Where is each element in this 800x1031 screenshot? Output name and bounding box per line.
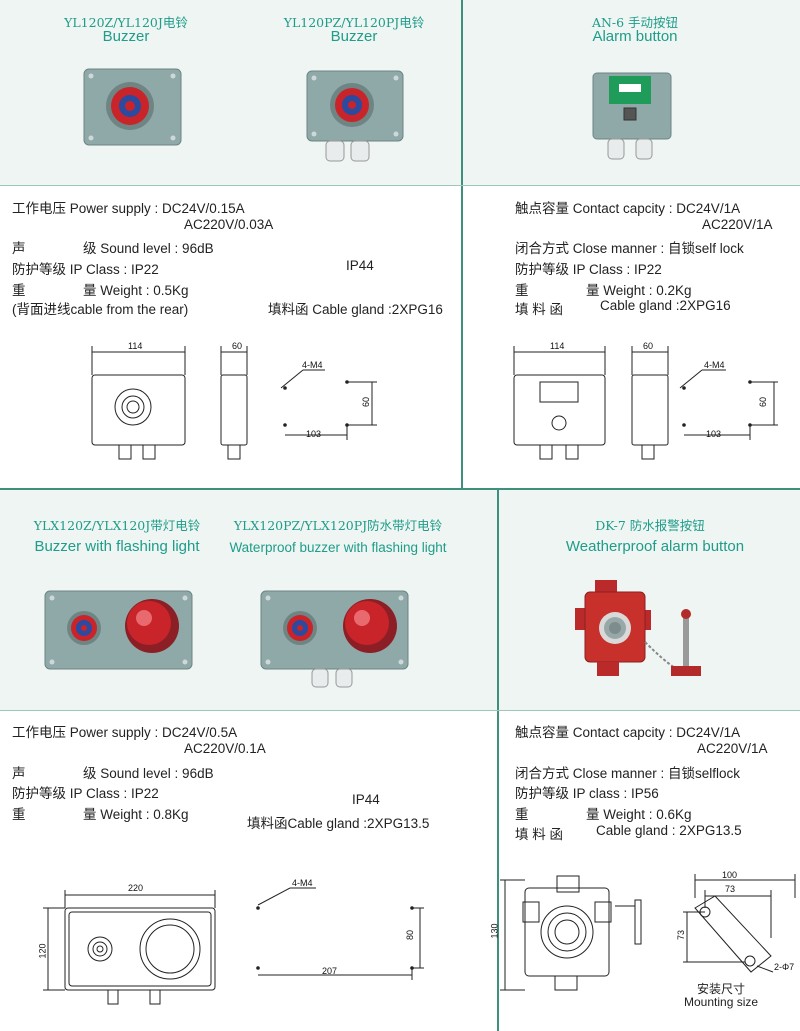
spec4-contact-ac: AC220V/1A — [697, 741, 768, 756]
buzzer-light-photo-2 — [260, 590, 409, 688]
spec4-close: 闭合方式 Close manner : 自锁selflock — [515, 766, 741, 781]
dim4-width2: 73 — [725, 884, 736, 894]
spec1-power-ac: AC220V/0.03A — [184, 217, 274, 232]
spec3-sound-a: 声 — [12, 766, 26, 781]
product-name-3: Alarm button — [592, 28, 678, 45]
product-code-3: AN-6 手动按钮 — [591, 15, 679, 30]
mount-size-cn: 安装尺寸 — [697, 982, 746, 996]
spec4-gland-b: Cable gland : 2XPG13.5 — [596, 823, 742, 838]
spec4-ip: 防护等级 IP class : IP56 — [515, 786, 659, 801]
dim2-width: 114 — [550, 341, 565, 351]
dim1-depth: 60 — [232, 341, 243, 351]
dim3-vertical: 80 — [405, 929, 416, 941]
product-name-5: Waterproof buzzer with flashing light — [229, 540, 447, 555]
product-code-6: DK-7 防水报警按钮 — [595, 518, 705, 533]
spec4-weight-b: 量 Weight : 0.6Kg — [586, 807, 692, 822]
dimension-drawing-2 — [513, 346, 778, 460]
dim3-width: 220 — [128, 883, 144, 893]
spec1-cable-gland: 填料函 Cable gland :2XPG16 — [268, 302, 443, 317]
spec2-ip: 防护等级 IP Class : IP22 — [515, 262, 662, 277]
dim4-vertical: 73 — [676, 929, 687, 941]
spec3-cable-gland: 填料函Cable gland :2XPG13.5 — [247, 816, 430, 831]
spec3-power-ac: AC220V/0.1A — [184, 741, 266, 756]
alarm-button-photo — [592, 72, 672, 160]
spec2-weight-a: 重 — [515, 283, 529, 298]
spec3-ip44: IP44 — [352, 792, 380, 807]
product-code-2: YL120PZ/YL120PJ电铃 — [283, 15, 425, 30]
dim3-spacing: 207 — [322, 966, 338, 976]
dim3-height: 120 — [37, 943, 48, 959]
mount-size-en: Mounting size — [684, 995, 759, 1009]
dim2-depth: 60 — [643, 341, 654, 351]
dim4-height: 130 — [489, 923, 500, 939]
vertical-divider-top — [461, 0, 463, 490]
product-code-4: YLX120Z/YLX120J带灯电铃 — [33, 518, 201, 533]
dim1-spacing: 103 — [306, 429, 322, 439]
section-divider — [0, 488, 800, 490]
spec1-ip44: IP44 — [346, 258, 374, 273]
spec2-contact: 触点容量 Contact capcity : DC24V/1A — [515, 201, 741, 216]
dim4-hole: 2-Φ7 — [774, 962, 795, 972]
product-code-1: YL120Z/YL120J电铃 — [64, 15, 188, 30]
buzzer-photo-1 — [83, 68, 182, 146]
spec2-close: 闭合方式 Close manner : 自锁self lock — [515, 241, 744, 256]
dim2-spacing: 103 — [706, 429, 722, 439]
spec3-weight-a: 重 — [12, 807, 26, 822]
product-name-2: Buzzer — [330, 28, 378, 45]
spec3-weight-b: 量 Weight : 0.8Kg — [83, 807, 189, 822]
dimension-drawing-1 — [91, 346, 377, 460]
spec2-gland-b: Cable gland :2XPG16 — [600, 298, 731, 313]
dim2-hole: 4-M4 — [704, 360, 725, 370]
dim1-hole: 4-M4 — [302, 360, 323, 370]
spec2-weight-b: 量 Weight : 0.2Kg — [586, 283, 692, 298]
dim3-hole: 4-M4 — [292, 878, 313, 888]
spec3-sound-b: 级 Sound level : 96dB — [83, 766, 214, 781]
spec2-gland-a: 填 料 函 — [515, 302, 564, 317]
buzzer-photo-2 — [306, 70, 404, 162]
dim1-width: 114 — [128, 341, 143, 351]
vertical-divider-bottom — [497, 490, 499, 1031]
spec1-power: 工作电压 Power supply : DC24V/0.15A — [12, 201, 245, 216]
dim2-height: 60 — [758, 396, 769, 408]
dimension-drawing-4 — [500, 874, 796, 991]
spec4-weight-a: 重 — [515, 807, 529, 822]
spec3-power: 工作电压 Power supply : DC24V/0.5A — [12, 725, 238, 740]
product-name-4: Buzzer with flashing light — [34, 538, 200, 555]
spec1-weight-a: 重 — [12, 283, 26, 298]
spec1-weight-b: 量 Weight : 0.5Kg — [83, 283, 189, 298]
spec1-sound-b: 级 Sound level : 96dB — [83, 241, 214, 256]
spec1-sound-a: 声 — [12, 241, 26, 256]
product-name-1: Buzzer — [102, 28, 150, 45]
spec4-gland-a: 填 料 函 — [515, 827, 564, 842]
spec1-cable-rear: (背面进线cable from the rear) — [12, 302, 189, 317]
spec4-contact: 触点容量 Contact capcity : DC24V/1A — [515, 725, 741, 740]
spec2-contact-ac: AC220V/1A — [702, 217, 773, 232]
dim1-height: 60 — [361, 396, 372, 408]
weatherproof-button-photo — [575, 580, 701, 676]
product-code-5: YLX120PZ/YLX120PJ防水带灯电铃 — [233, 518, 443, 533]
product-name-6: Weatherproof alarm button — [565, 538, 745, 555]
buzzer-light-photo-1 — [44, 590, 193, 670]
spec3-ip: 防护等级 IP Class : IP22 — [12, 786, 159, 801]
spec1-ip: 防护等级 IP Class : IP22 — [12, 262, 159, 277]
dim4-width: 100 — [722, 870, 738, 880]
dimension-drawing-3 — [43, 887, 424, 1005]
